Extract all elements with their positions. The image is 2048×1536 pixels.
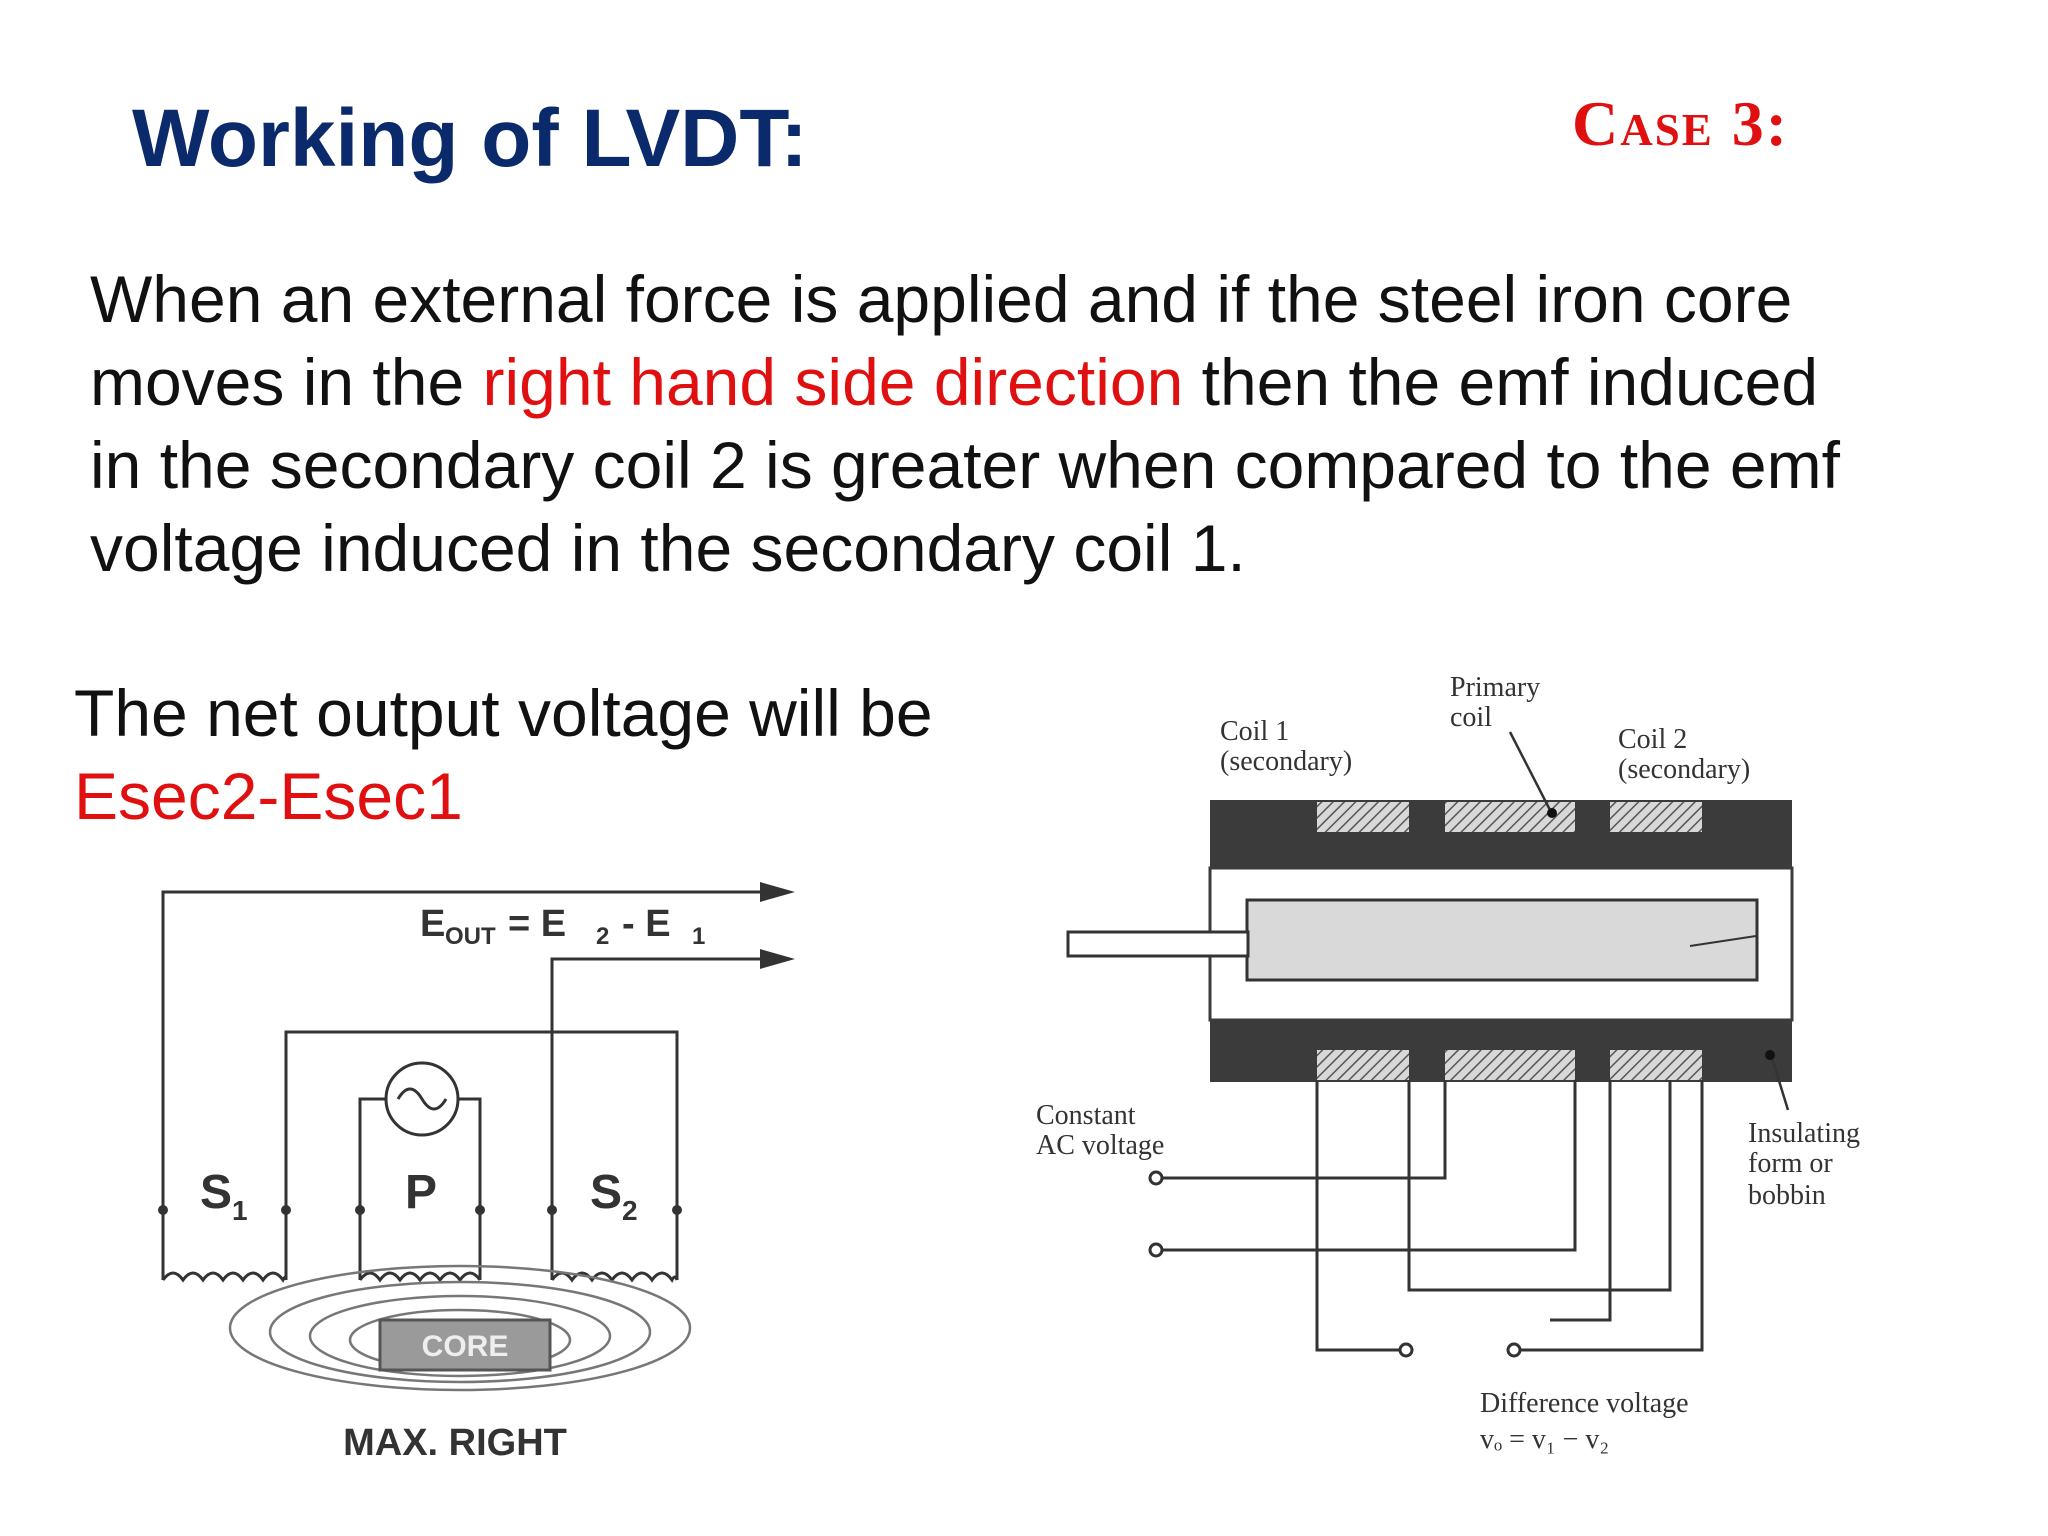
insulating-label-3: bobbin [1748, 1180, 1826, 1211]
insulating-pointer-dot [1765, 1050, 1775, 1060]
diagram-caption: MAX. RIGHT [343, 1422, 567, 1464]
primary-label-1: Primary [1450, 672, 1540, 703]
difference-label-2: vₒ = v₁ − v₂ [1480, 1424, 1609, 1455]
wiring [1162, 1080, 1704, 1352]
e2-sub: 2 [596, 923, 609, 950]
coil-windings [161, 1210, 679, 1283]
lvdt-cross-section-diagram: Primary coil Coil 1 (secondary) Coil 2 (… [1010, 660, 1930, 1490]
lvdt-cross-section-svg: Primary coil Coil 1 (secondary) Coil 2 (… [1036, 672, 1860, 1455]
magnetic-field-lines [228, 1264, 692, 1392]
p-label: P [405, 1166, 437, 1219]
eout-label: E OUT = E 2 - E 1 [420, 903, 705, 950]
output-wires [161, 890, 770, 1210]
insulating-label-2: form or [1748, 1148, 1833, 1179]
push-rod [1066, 930, 1250, 958]
coil1-top [1317, 802, 1409, 832]
lvdt-schematic-svg: E OUT = E 2 - E 1 S 1 P S 2 [158, 882, 795, 1464]
net-output-text: The net output voltage will be [74, 676, 933, 750]
eout-minus: - E [622, 903, 671, 945]
insulating-label-1: Insulating [1748, 1118, 1860, 1149]
coil1-label-1: Coil 1 [1220, 716, 1289, 747]
lvdt-schematic-diagram: E OUT = E 2 - E 1 S 1 P S 2 [60, 860, 820, 1500]
eout-eq: = E [508, 903, 566, 945]
coil2-label-2: (secondary) [1618, 754, 1750, 785]
ac-label-1: Constant [1036, 1100, 1136, 1131]
core-label: CORE [422, 1330, 509, 1363]
coil1-label-2: (secondary) [1220, 746, 1352, 777]
core-block [378, 1318, 552, 1372]
s1-sub: 1 [232, 1195, 248, 1226]
cross-section-labels: Primary coil Coil 1 (secondary) Coil 2 (… [1036, 672, 1860, 1455]
primary-coil-bottom [1445, 1050, 1575, 1080]
e1-sub: 1 [692, 923, 705, 950]
paragraph-text-2: then the emf induced in the secondary co… [90, 345, 1840, 585]
slide-title: Working of LVDT: [132, 93, 808, 184]
paragraph-text-1: When an external force is applied and if… [90, 262, 1793, 419]
s2-sub: 2 [622, 1195, 638, 1226]
sine-wave-icon [396, 1087, 448, 1111]
case-label: Case 3: [1572, 88, 1790, 159]
primary-coil-top [1445, 802, 1575, 832]
coil1-bottom [1317, 1050, 1409, 1080]
net-output-block: The net output voltage will be Esec2-Ese… [74, 672, 1054, 838]
difference-label-1: Difference voltage [1480, 1388, 1689, 1419]
ac-label-2: AC voltage [1036, 1130, 1164, 1161]
eout-e: E [420, 903, 445, 945]
eout-sub: OUT [445, 923, 496, 950]
arrow-icon [760, 949, 795, 969]
pointer-lines [1508, 731, 1790, 1111]
coil-labels: S 1 P S 2 [200, 1166, 638, 1226]
arrow-icon [760, 882, 795, 902]
primary-pointer-dot [1547, 808, 1557, 818]
s1-label: S [200, 1166, 232, 1219]
s2-label: S [590, 1166, 622, 1219]
body-paragraph: When an external force is applied and if… [90, 258, 1850, 590]
coil2-top [1610, 802, 1702, 832]
terminal-circles [1148, 1170, 1522, 1358]
coil2-label-1: Coil 2 [1618, 724, 1687, 755]
coil2-bottom [1610, 1050, 1702, 1080]
iron-core [1245, 898, 1759, 982]
net-output-formula: Esec2-Esec1 [74, 759, 463, 833]
paragraph-highlight: right hand side direction [482, 345, 1184, 419]
primary-label-2: coil [1450, 702, 1492, 733]
